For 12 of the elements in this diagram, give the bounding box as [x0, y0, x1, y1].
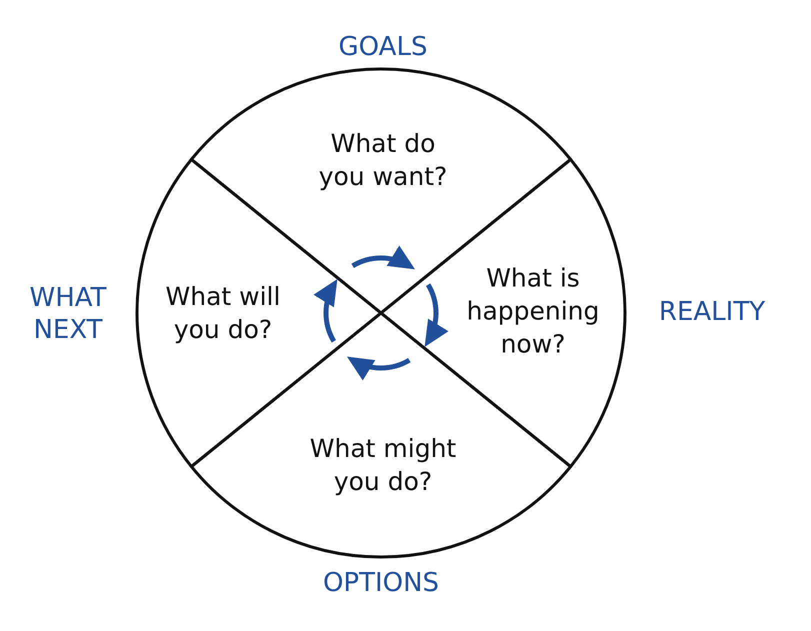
stage-heading: REALITY: [658, 296, 766, 328]
stage-heading: OPTIONS: [322, 567, 440, 599]
question-text: What will you do?: [164, 281, 282, 346]
question-text: What is happening now?: [466, 262, 600, 360]
question-text: What do you want?: [318, 128, 448, 193]
curved-arrow: [352, 246, 416, 270]
curved-arrow: [314, 278, 338, 342]
curved-arrow: [424, 284, 448, 348]
question-text: What might you do?: [308, 433, 458, 498]
curved-arrow: [346, 356, 410, 380]
stage-heading: WHAT NEXT: [28, 282, 108, 346]
stage-heading: GOALS: [338, 31, 428, 63]
